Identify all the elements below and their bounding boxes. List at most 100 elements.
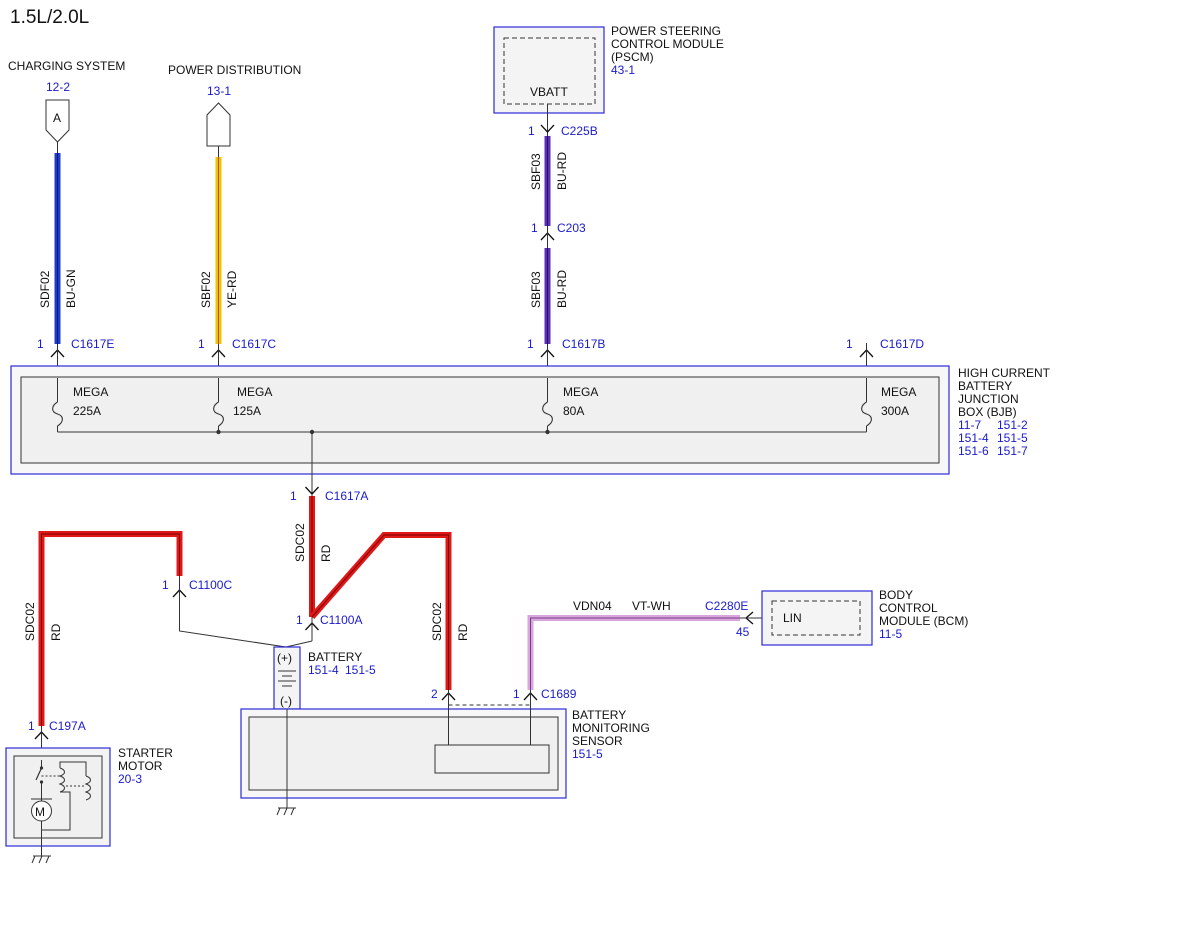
pscm-inner-box (503, 37, 596, 105)
pscm-module-box[interactable] (493, 26, 605, 114)
starter-cable-core (41, 533, 180, 726)
pscm-upper-circuit-label: SBF03 (529, 153, 543, 190)
bjb-ref-2a[interactable]: 151-4 (958, 431, 989, 445)
c1617a-connector[interactable]: C1617A (325, 489, 368, 503)
bjb-ref-3a[interactable]: 151-6 (958, 444, 989, 458)
lin-wire-color-label: VT-WH (632, 599, 671, 613)
pscm-upper-wire-color-label: BU-RD (555, 152, 569, 190)
bcm-module-box[interactable] (761, 590, 873, 646)
power-distribution-circuit-label: SBF02 (199, 271, 213, 308)
bjb-title-line-1: HIGH CURRENT (958, 366, 1051, 380)
c197a-pin: 1 (28, 719, 35, 733)
fuse-2-icon (213, 401, 224, 427)
bms-title-line-3: SENSOR (572, 734, 623, 748)
fuse-3-type: MEGA (563, 385, 598, 399)
c1100a-connector[interactable]: C1100A (320, 613, 362, 627)
fuse-1-type: MEGA (73, 385, 108, 399)
pscm-title-line-1: POWER STEERING (611, 24, 721, 38)
battery-plus-label: (+) (277, 651, 292, 665)
c225b-terminal-icon (540, 124, 555, 133)
power-distribution-wire-color-label: YE-RD (225, 270, 239, 308)
bjb-ref-2b[interactable]: 151-5 (997, 431, 1028, 445)
c225b-pin: 1 (528, 124, 535, 138)
c225b-connector[interactable]: C225B (561, 124, 598, 138)
bjb-ref-1a[interactable]: 11-7 (958, 418, 981, 432)
pscm-ref[interactable]: 43-1 (611, 63, 635, 77)
power-distribution-title: POWER DISTRIBUTION (168, 63, 301, 77)
bjb-title-line-3: JUNCTION (958, 392, 1019, 406)
bms-cable-circuit-label: SDC02 (430, 602, 444, 641)
c1617a-pin: 1 (290, 489, 297, 503)
battery-title: BATTERY (308, 650, 362, 664)
starter-group: STARTER MOTOR 20-3 M (5, 746, 173, 864)
fuse-1-rating: 225A (73, 404, 101, 418)
charging-system-ref[interactable]: 12-2 (46, 80, 70, 94)
starter-title-line-1: STARTER (118, 746, 173, 760)
battery-positive-lead (285, 640, 313, 648)
fuse-4-type: MEGA (881, 385, 916, 399)
power-distribution-group: POWER DISTRIBUTION 13-1 SBF02 YE-RD 1 C1… (168, 63, 301, 378)
bms-pin-2-label: 2 (431, 687, 438, 701)
battery-box[interactable] (273, 646, 301, 710)
c1617b-connector[interactable]: C1617B (562, 337, 605, 351)
charging-connector-shape (45, 99, 70, 143)
bms-cable-wire-color-label: RD (456, 623, 470, 641)
starter-cable-circuit-label: SDC02 (23, 602, 37, 641)
bus-node-3 (545, 429, 550, 435)
fuse-4-icon (861, 401, 872, 427)
bjb-group: HIGH CURRENT BATTERY JUNCTION BOX (BJB) … (10, 365, 1051, 503)
c1617e-pin: 1 (37, 337, 44, 351)
c203-pin: 1 (531, 221, 538, 235)
c1100a-pin: 1 (296, 613, 303, 627)
pscm-title-line-3: (PSCM) (611, 50, 654, 64)
c1617e-connector[interactable]: C1617E (71, 337, 114, 351)
bjb-title-line-2: BATTERY (958, 379, 1012, 393)
battery-cable-circuit-label: SDC02 (293, 523, 307, 562)
bms-cable-core (311, 534, 449, 690)
charging-system-title: CHARGING SYSTEM (8, 59, 125, 73)
bjb-ref-1b[interactable]: 151-2 (997, 418, 1028, 432)
bms-title-line-1: BATTERY (572, 708, 626, 722)
pscm-terminal-label: VBATT (530, 85, 568, 99)
battery-cable-group: SDC02 RD SDC02 RD 1 C1100A SDC02 RD 1 C1… (23, 496, 470, 760)
power-distribution-ref[interactable]: 13-1 (207, 84, 231, 98)
c2280e-pin: 45 (736, 625, 750, 639)
bjb-title-line-4: BOX (BJB) (958, 405, 1017, 419)
c1617d-connector[interactable]: C1617D (880, 337, 924, 351)
charging-circuit-label: SDF02 (38, 270, 52, 308)
bms-title-line-2: MONITORING (572, 721, 650, 735)
bms-ref[interactable]: 151-5 (572, 747, 603, 761)
c1617a-terminal-icon (305, 486, 319, 495)
starter-inner-box (13, 755, 103, 839)
c1689-connector[interactable]: C1689 (541, 687, 577, 701)
fuse-1-icon (52, 401, 63, 427)
battery-ref-1[interactable]: 151-4 (308, 663, 339, 677)
c1100c-connector[interactable]: C1100C (189, 578, 232, 592)
bms-group: BATTERY MONITORING SENSOR 151-5 2 1 C168… (240, 687, 650, 799)
lin-wire[interactable] (527, 615, 741, 690)
bjb-ref-3b[interactable]: 151-7 (997, 444, 1028, 458)
bus-node-2 (216, 429, 221, 435)
bcm-ref[interactable]: 11-5 (879, 627, 902, 641)
c1617c-connector[interactable]: C1617C (232, 337, 276, 351)
fuse-3-rating: 80A (563, 404, 584, 418)
fuse-3-icon (542, 401, 553, 427)
battery-ref-2[interactable]: 151-5 (345, 663, 376, 677)
starter-ref[interactable]: 20-3 (118, 772, 142, 786)
c2280e-connector[interactable]: C2280E (705, 599, 748, 613)
c1617c-pin: 1 (198, 337, 205, 351)
battery-minus-label: (-) (280, 694, 292, 708)
c1689-pin: 1 (513, 687, 520, 701)
lin-group: VDN04 VT-WH C2280E 45 LIN BODY CONTROL M… (527, 588, 968, 690)
c1617b-pin: 1 (527, 337, 534, 351)
starter-cable-wire-color-label: RD (49, 623, 63, 641)
diagram-title: 1.5L/2.0L (10, 7, 89, 28)
c203-connector[interactable]: C203 (557, 221, 586, 235)
lin-wire-core (530, 617, 740, 690)
c197a-connector[interactable]: C197A (49, 719, 86, 733)
battery-ground-icon (276, 807, 296, 816)
bcm-terminal-label: LIN (783, 611, 802, 625)
charging-connector-letter: A (53, 111, 61, 125)
bjb-inner-box (20, 376, 940, 464)
